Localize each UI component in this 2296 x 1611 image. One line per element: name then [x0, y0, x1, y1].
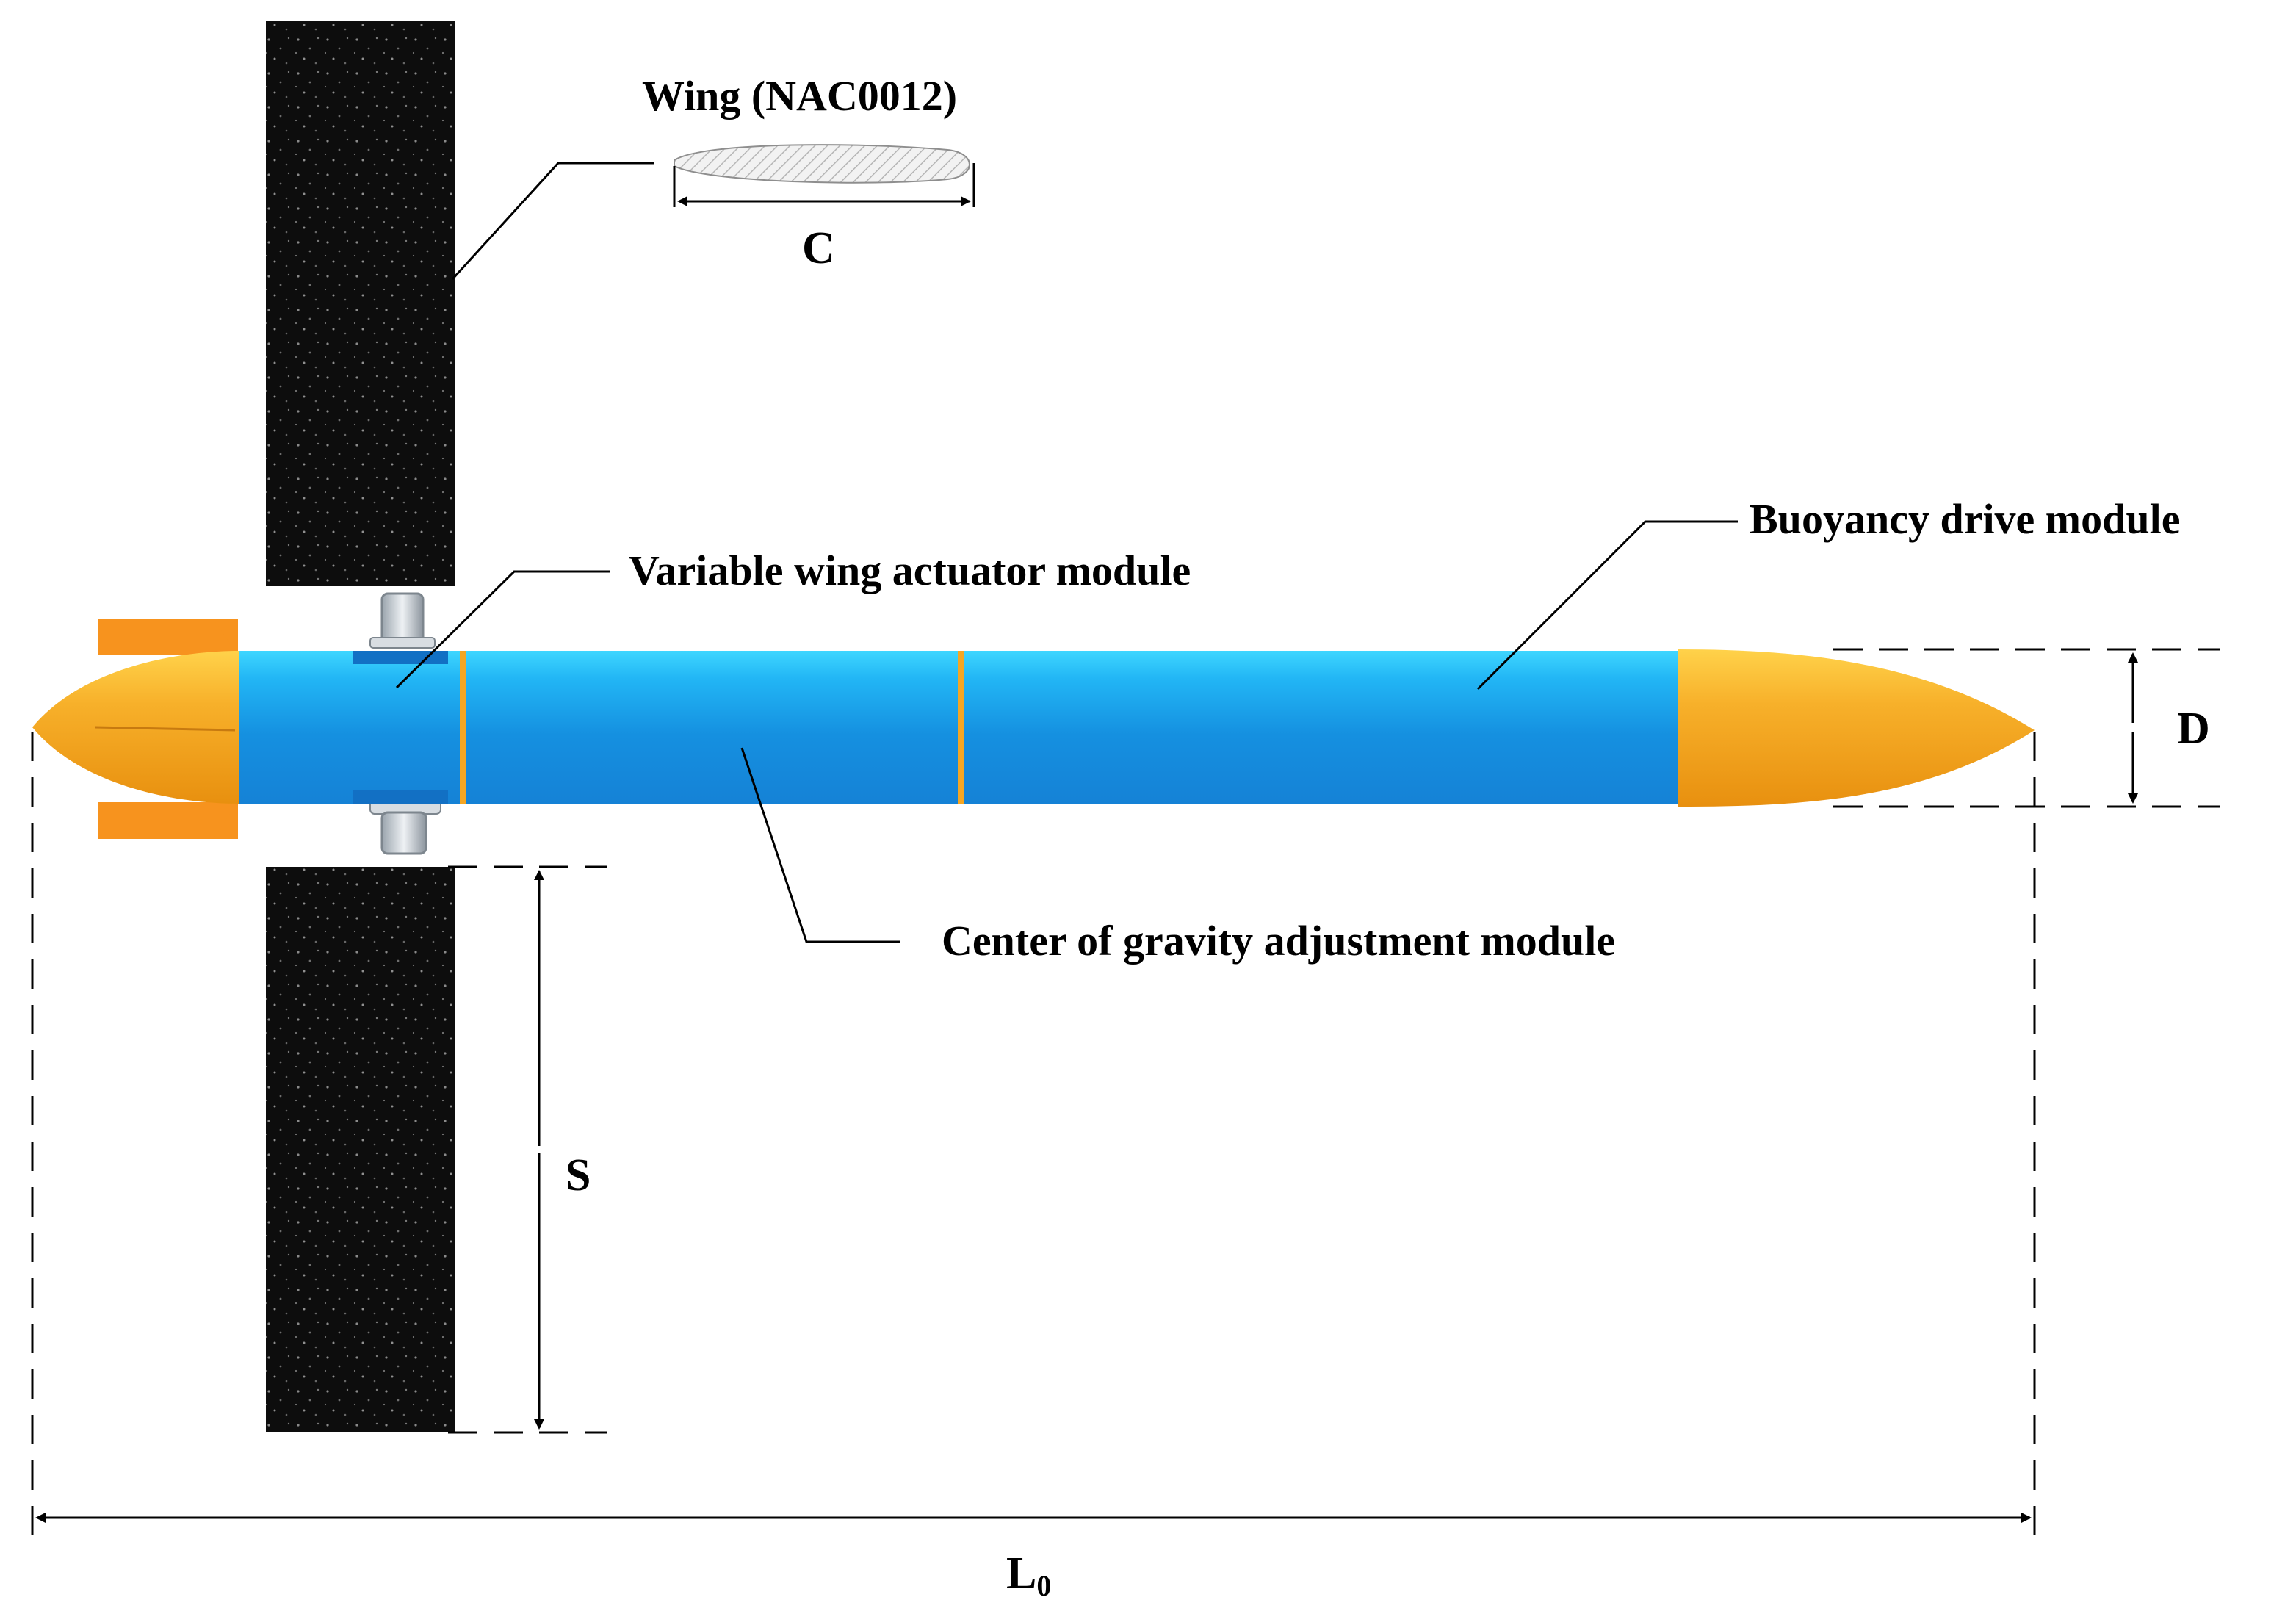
seam-1	[460, 651, 466, 804]
lower-wing	[266, 867, 455, 1432]
label-length-sub: 0	[1036, 1569, 1051, 1602]
leader-cog	[740, 747, 900, 943]
upper-wing	[266, 21, 455, 586]
label-diameter: D	[2177, 704, 2210, 754]
upper-tail-fin-tip	[98, 619, 238, 655]
upper-wing-mount	[369, 592, 436, 649]
label-chord: C	[802, 223, 835, 273]
airfoil-profile	[674, 144, 970, 184]
label-buoyancy: Buoyancy drive module	[1750, 495, 2181, 543]
actuator-collar-top	[353, 651, 448, 664]
leader-variable-wing	[395, 570, 610, 689]
seam-2	[958, 651, 964, 804]
label-span: S	[566, 1150, 591, 1200]
label-variable-wing: Variable wing actuator module	[629, 547, 1191, 594]
diameter-dimension	[1833, 648, 2220, 808]
nose-cone	[1678, 649, 2035, 807]
chord-dimension	[673, 163, 975, 207]
lower-tail-fin-tip	[98, 802, 238, 839]
length-dimension	[31, 732, 2036, 1535]
leader-wing	[451, 162, 654, 281]
label-length: L0	[1006, 1549, 1051, 1602]
actuator-collar-bottom	[353, 790, 448, 804]
label-wing: Wing (NAC0012)	[642, 72, 957, 120]
label-length-main: L	[1006, 1549, 1036, 1599]
label-cog: Center of gravity adjustment module	[942, 917, 1615, 965]
lower-wing-mount	[369, 799, 441, 855]
rear-cone-seam	[95, 726, 236, 732]
leader-buoyancy	[1476, 520, 1738, 691]
span-dimension	[448, 865, 607, 1434]
